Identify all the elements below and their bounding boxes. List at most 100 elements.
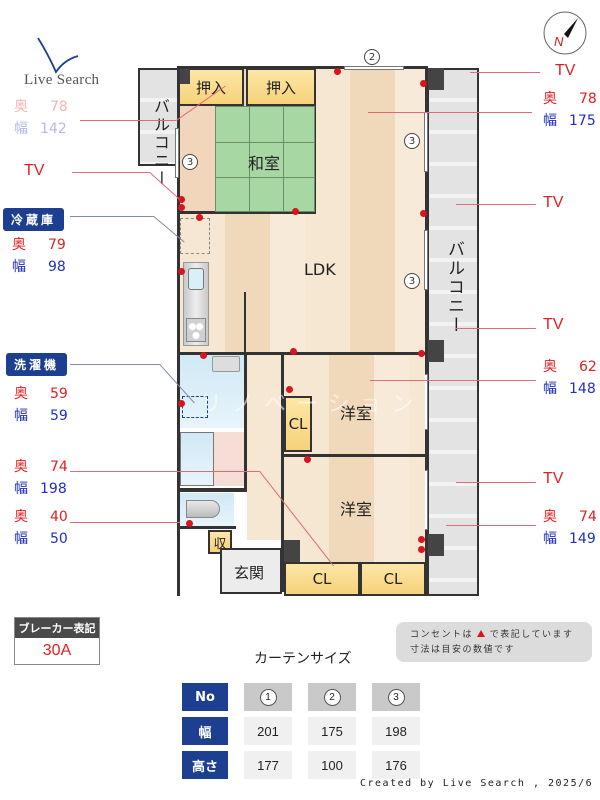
tv-label-western-1: TV (543, 316, 564, 333)
western-room-2-label: 洋室 (340, 500, 373, 519)
svg-text:N: N (554, 34, 564, 49)
wall-bath-bottom (180, 488, 244, 492)
leader-line (456, 204, 536, 205)
curtain-window-number: 3 (404, 133, 420, 149)
wall-wet-right (244, 352, 247, 492)
wall-toilet-bottom (178, 526, 236, 529)
header-height: 高さ (182, 751, 228, 779)
balcony-right (427, 68, 479, 596)
wall-left (177, 66, 180, 596)
outlet (200, 352, 207, 359)
curtain-no-cell: 3 (372, 683, 420, 711)
leader-line (446, 525, 536, 526)
washer-spot (182, 396, 208, 418)
header-width: 幅 (182, 717, 228, 745)
leader-line (370, 380, 536, 381)
curtain-row-width: 幅 201 175 198 (182, 717, 420, 745)
leader-line (70, 471, 260, 472)
leader-line (70, 364, 160, 365)
western-room-2 (284, 457, 425, 563)
outlet (290, 348, 297, 355)
outlet (418, 536, 425, 543)
tv-label-washitsu: TV (24, 162, 45, 179)
bathroom (180, 432, 214, 486)
leader-line (70, 522, 180, 523)
window-washitsu (175, 128, 179, 178)
pillar-e-mid (428, 340, 444, 362)
tv-label-western-2: TV (543, 470, 564, 487)
outlet (418, 546, 425, 553)
wall-western-divider (284, 454, 426, 457)
leader-line (456, 482, 536, 483)
tv-label-ldk-mid: TV (543, 194, 564, 211)
leader-line (470, 72, 540, 73)
logo-mark-icon (37, 37, 79, 74)
outlet (186, 520, 193, 527)
leader-line (368, 112, 532, 113)
leader-line (456, 328, 536, 329)
outlet (334, 68, 341, 75)
curtain-no-cell: 2 (308, 683, 356, 711)
balcony-left (138, 68, 180, 166)
pillar-e-low (428, 534, 444, 556)
outlet (196, 214, 203, 221)
outlet (420, 210, 427, 217)
curtain-table-title: カーテンサイズ (254, 651, 352, 667)
curtain-height-cell: 100 (308, 751, 356, 779)
closet-western-2b: CL (360, 562, 426, 596)
wall-right (425, 66, 428, 596)
washitsu-label: 和室 (248, 154, 281, 173)
compass-icon: N (543, 11, 587, 55)
floor-plan: バルコニー バルコニー 押入 押入 和室 LDK 2 3 3 3 3 1 (138, 49, 479, 596)
leader-line (80, 120, 176, 121)
curtain-height-cell: 176 (372, 751, 420, 779)
pillar-ne (428, 68, 444, 90)
entrance (220, 548, 282, 594)
outlet (178, 196, 185, 203)
outlet (292, 208, 299, 215)
bath-anteroom (214, 432, 244, 486)
logo-text: Live Search (24, 72, 100, 88)
curtain-no-cell: 1 (244, 683, 292, 711)
leader-line (72, 172, 150, 173)
toilet-icon (186, 500, 220, 518)
curtain-width-cell: 198 (372, 717, 420, 745)
curtain-height-cell: 177 (244, 751, 292, 779)
outlet (304, 456, 311, 463)
curtain-window-number: 2 (364, 49, 380, 65)
outlet (178, 204, 185, 211)
outlet (418, 350, 425, 357)
western-room-1-label: 洋室 (340, 404, 373, 423)
pillar-sw (284, 540, 300, 562)
wall-corridor-right (281, 352, 284, 592)
ldk-label: LDK (304, 260, 336, 279)
wall-top (178, 66, 428, 69)
leader-line (70, 216, 154, 217)
outlet (178, 268, 185, 275)
window-ldk-upper (424, 112, 428, 172)
breaker-title: ブレーカー表記 (15, 618, 99, 638)
curtain-window-number: 3 (404, 273, 420, 289)
outlet (286, 386, 293, 393)
fridge-tag: 冷蔵庫 (3, 208, 65, 231)
curtain-width-cell: 201 (244, 717, 292, 745)
breaker-value: 30A (42, 642, 72, 659)
closet-western-2a: CL (284, 562, 360, 596)
oshiire-2: 押入 (246, 68, 316, 106)
credit-text: Created by Live Search , 2025/6 (360, 778, 594, 789)
sink-icon (188, 268, 204, 290)
curtain-row-height: 高さ 177 100 176 (182, 751, 420, 779)
pillar (178, 68, 190, 84)
balcony-right-label: バルコニー (444, 240, 464, 335)
window-ldk-lower (424, 230, 428, 290)
corridor (247, 355, 281, 540)
outlet (178, 400, 185, 407)
breaker-box: ブレーカー表記 30A (14, 617, 100, 665)
